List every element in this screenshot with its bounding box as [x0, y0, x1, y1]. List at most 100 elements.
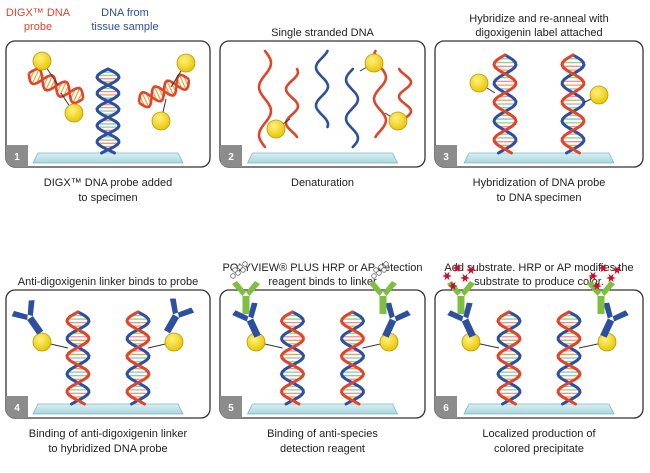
base-pair: [72, 88, 81, 104]
glass-slide: [32, 152, 184, 164]
single-strand: [314, 49, 330, 129]
panel-frame: [434, 40, 644, 168]
panel-6: Add substrate. HRP or AP modifies thesub…: [434, 262, 644, 455]
detection-reagent-icon-arm: [383, 281, 397, 296]
substrate-dot: [242, 261, 248, 267]
glass-slide: [32, 403, 184, 415]
panel-number-badge: [220, 396, 242, 418]
anti-dig-linker-icon: [447, 302, 476, 338]
probe-strand: [28, 67, 84, 105]
panel-header-line2: Single stranded DNA: [271, 27, 374, 39]
panel-caption-line2: colored precipitate: [494, 443, 584, 455]
digoxigenin-label-icon: [176, 53, 196, 73]
probe-strand: [137, 79, 191, 103]
digoxigenin-label-icon: [32, 332, 52, 352]
anti-dig-linker-icon-arm: [169, 298, 178, 315]
precipitate-star-icon: [460, 273, 470, 283]
dna-strand: [496, 310, 522, 406]
panel-3: Hybridize and re-anneal withdigoxigenin …: [434, 13, 644, 204]
anti-dig-linker-icon-arm: [11, 310, 28, 321]
panel-number: 3: [443, 152, 449, 163]
dna-strand: [95, 67, 121, 155]
substrate-dot: [383, 261, 389, 267]
precipitate-star-icon: [606, 273, 616, 283]
panel-caption-line1: Hybridization of DNA probe: [473, 177, 606, 189]
dna-strand: [65, 310, 91, 406]
digoxigenin-label-icon: [32, 51, 52, 71]
base-pair: [141, 92, 150, 108]
panel-number: 6: [443, 403, 449, 414]
anti-dig-linker-icon-arm: [603, 302, 613, 319]
dna-strand: [339, 310, 366, 406]
panel-header-line2: digoxigenin label attached: [475, 27, 602, 39]
anti-dig-linker-icon: [600, 302, 629, 338]
anti-dig-linker-icon-stem: [246, 318, 261, 338]
digoxigenin-label-icon: [589, 85, 609, 105]
precipitate-star-icon: [452, 263, 462, 273]
legend-probe-line2: probe: [24, 21, 52, 33]
panel-header-line2: substrate to produce color.: [474, 276, 604, 288]
anti-dig-linker-icon-arm: [178, 307, 195, 318]
anti-dig-linker-icon: [232, 302, 261, 338]
single-strand: [284, 67, 300, 139]
single-strand: [344, 67, 360, 149]
detection-reagent-icon-stem: [597, 296, 605, 314]
panel-number: 2: [228, 152, 234, 163]
anti-dig-linker-icon-arm: [27, 300, 35, 316]
substrate-dot: [376, 270, 382, 276]
digoxigenin-label-icon: [364, 53, 384, 73]
panel-caption-line2: detection reagent: [280, 443, 365, 455]
dna-strand: [125, 310, 151, 406]
digoxigenin-label-icon: [64, 103, 84, 123]
detection-reagent-icon: [587, 281, 615, 314]
detection-reagent-icon: [369, 281, 397, 314]
base-pair: [178, 74, 187, 90]
anti-dig-linker-icon: [382, 302, 411, 338]
single-strand: [257, 49, 273, 149]
panel-header-line1: POLYVIEW® PLUS HRP or AP detection: [222, 262, 422, 274]
anti-dig-linker-icon-arm: [447, 310, 464, 322]
panel-5: POLYVIEW® PLUS HRP or AP detection reagen…: [219, 261, 426, 455]
panel-frame: [219, 40, 426, 168]
anti-dig-linker-icon-arm: [232, 310, 249, 322]
dna-strand: [560, 53, 586, 155]
panel-number-badge: [220, 145, 242, 167]
panel-caption-line1: Denaturation: [291, 177, 354, 189]
dna-strand: [279, 310, 306, 406]
precipitate-star-icon: [612, 265, 622, 275]
anti-dig-linker-icon-arm: [394, 310, 411, 322]
detection-reagent-icon-stem: [242, 296, 250, 314]
anti-dig-linker-icon-arm: [612, 310, 629, 322]
detection-reagent-icon-arm: [232, 281, 246, 296]
panel-caption-line1: Binding of anti-digoxigenin linker: [29, 428, 188, 440]
anti-dig-linker-icon-stem: [27, 315, 44, 335]
base-pair: [166, 80, 175, 96]
detection-reagent-icon-stem: [379, 296, 387, 314]
anti-dig-linker-icon-stem: [600, 318, 615, 338]
anti-dig-linker-icon-arm: [385, 302, 395, 319]
dna-strand: [560, 53, 586, 155]
anti-dig-linker-icon: [11, 300, 44, 335]
panel-number-badge: [435, 145, 457, 167]
panel-caption-line2: to specimen: [78, 192, 137, 204]
panel-header-line2: Anti-digoxigenin linker binds to probe: [18, 276, 198, 288]
anti-dig-linker-icon-stem: [461, 318, 476, 338]
panel-number: 5: [228, 403, 234, 414]
detection-reagent-icon-arm: [369, 281, 383, 296]
substrate-dot: [235, 270, 241, 276]
dna-strand: [496, 310, 522, 406]
base-pair: [45, 75, 54, 91]
panel-frame: [434, 289, 644, 419]
digoxigenin-label-icon: [469, 73, 489, 93]
panel-number-badge: [6, 396, 28, 418]
panel-caption-line1: Binding of anti-species: [267, 428, 378, 440]
digoxigenin-label-icon: [266, 119, 286, 139]
digoxigenin-label-icon: [388, 111, 408, 131]
precipitate-star-icon: [448, 281, 458, 291]
precipitate-star-icon: [598, 263, 608, 273]
substrate-dot: [371, 273, 377, 279]
panel-header-line2: reagent binds to linker: [268, 276, 377, 288]
dna-strand: [95, 67, 121, 155]
